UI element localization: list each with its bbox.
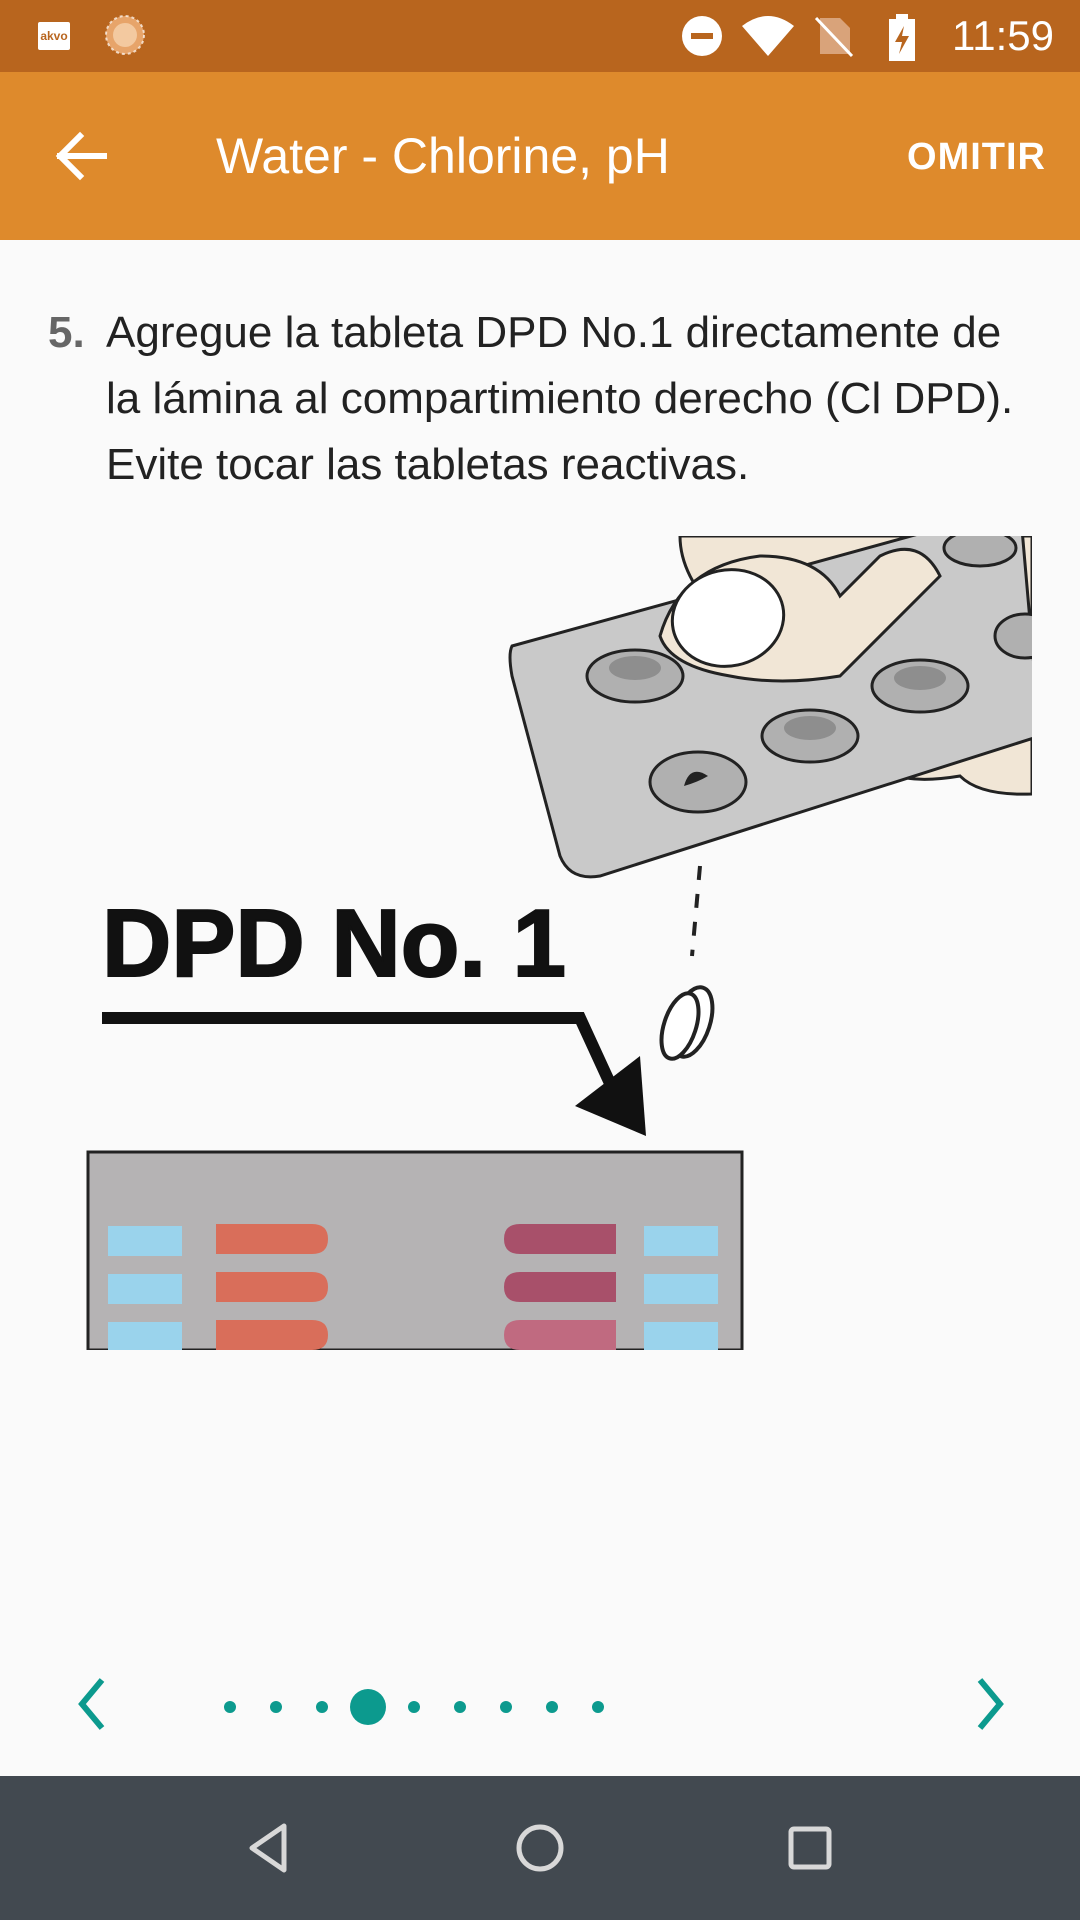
page-dot[interactable] xyxy=(316,1701,328,1713)
status-bar: akvo 11:59 xyxy=(0,0,1080,72)
page-dot[interactable] xyxy=(592,1701,604,1713)
nav-recents-icon[interactable] xyxy=(782,1820,838,1876)
arrow-shape xyxy=(102,1012,631,1119)
page-dot-active[interactable] xyxy=(350,1689,386,1725)
page-dot[interactable] xyxy=(546,1701,558,1713)
instruction-illustration: DPD No. 1 xyxy=(86,536,1032,1350)
blister-pack xyxy=(508,536,1032,879)
page-dots xyxy=(0,1660,1080,1750)
step-text: Agregue la tableta DPD No.1 directamente… xyxy=(106,308,1014,489)
page-dot[interactable] xyxy=(454,1701,466,1713)
skip-button[interactable]: OMITIR xyxy=(907,136,1046,178)
wifi-icon xyxy=(742,16,794,56)
system-navigation-bar xyxy=(0,1776,1080,1920)
step-number: 5. xyxy=(48,308,85,357)
comparator-block xyxy=(86,1150,744,1350)
nav-back-icon[interactable] xyxy=(242,1820,298,1876)
nav-home-icon[interactable] xyxy=(512,1820,568,1876)
page-dot[interactable] xyxy=(224,1701,236,1713)
clock: 11:59 xyxy=(952,12,1054,59)
page-dot[interactable] xyxy=(500,1701,512,1713)
instruction-step: 5. Agregue la tableta DPD No.1 directame… xyxy=(48,300,1038,498)
falling-tablet xyxy=(659,985,715,1061)
next-page-icon[interactable] xyxy=(962,1672,1018,1736)
no-sim-icon xyxy=(814,16,854,58)
akvo-notification-icon: akvo xyxy=(38,22,70,50)
sync-notification-icon xyxy=(105,15,145,55)
previous-page-icon[interactable] xyxy=(64,1672,120,1736)
do-not-disturb-icon xyxy=(682,16,722,56)
page-indicator-bar xyxy=(0,1660,1080,1750)
illustration-label: DPD No. 1 xyxy=(102,890,566,997)
back-arrow-icon[interactable] xyxy=(52,126,112,186)
battery-charging-icon xyxy=(889,14,915,61)
page-dot[interactable] xyxy=(270,1701,282,1713)
app-bar: Water - Chlorine, pH OMITIR xyxy=(0,72,1080,240)
page-dot[interactable] xyxy=(408,1701,420,1713)
page-title: Water - Chlorine, pH xyxy=(216,128,670,184)
